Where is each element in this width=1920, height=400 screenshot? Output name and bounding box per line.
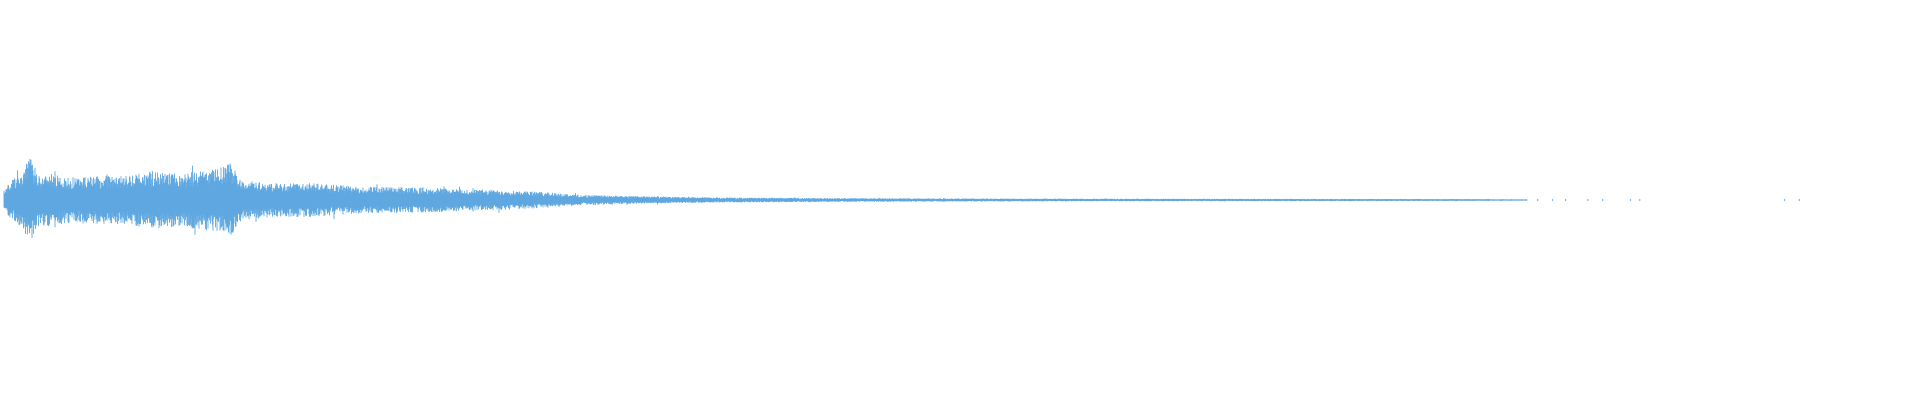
waveform-tick-15 [1798, 199, 1800, 201]
waveform-tick-3 [1488, 199, 1490, 201]
waveform-tick-7 [1537, 199, 1539, 201]
waveform-tick-4 [1501, 199, 1503, 201]
waveform-trace [3, 159, 1526, 238]
waveform-tick-2 [1473, 199, 1476, 201]
waveform-tick-5 [1511, 199, 1513, 201]
waveform-tick-6 [1525, 199, 1528, 201]
waveform-tick-11 [1602, 199, 1604, 201]
waveform-tick-8 [1551, 199, 1554, 201]
waveform-tick-10 [1587, 199, 1589, 201]
waveform-tick-13 [1639, 199, 1641, 201]
waveform-tick-0 [1455, 199, 1457, 201]
waveform-samples [3, 159, 1800, 238]
waveform-tick-1 [1464, 199, 1466, 201]
waveform-tick-12 [1629, 199, 1632, 201]
waveform-tick-9 [1564, 199, 1567, 201]
waveform-tick-14 [1783, 199, 1786, 201]
